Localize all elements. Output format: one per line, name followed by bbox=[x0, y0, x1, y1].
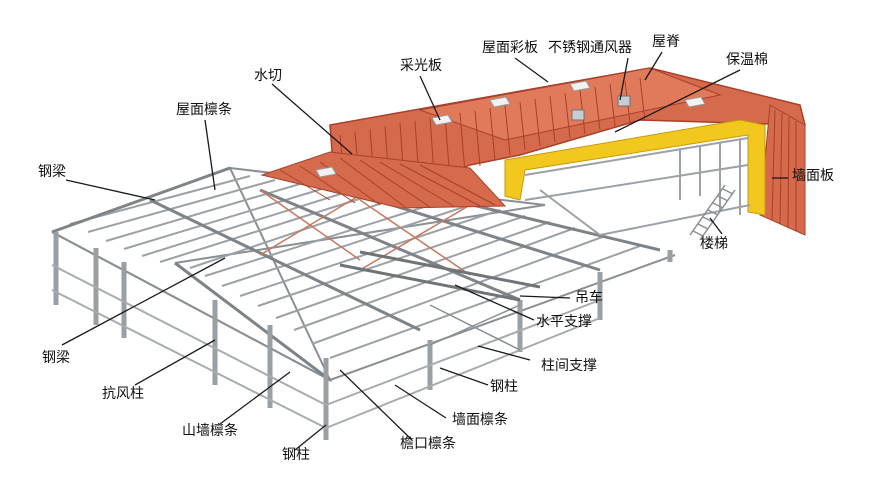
leader-column-bracing bbox=[477, 345, 531, 361]
leader-skylight bbox=[419, 75, 441, 121]
label-skylight-panel: 采光板 bbox=[400, 58, 442, 74]
leader-ridge bbox=[644, 51, 663, 81]
label-gable-wall-purlin: 山墙檩条 bbox=[182, 423, 238, 439]
label-crane: 吊车 bbox=[575, 290, 603, 306]
upper-roof bbox=[260, 67, 806, 236]
crane bbox=[339, 250, 541, 302]
label-column-bracing: 柱间支撑 bbox=[541, 358, 597, 374]
leader-wind-column bbox=[134, 339, 216, 386]
label-wall-panel: 墙面板 bbox=[792, 168, 834, 184]
leader-flashing bbox=[271, 83, 353, 155]
leader-steel-column-right bbox=[439, 367, 489, 386]
wall-girts bbox=[51, 264, 601, 429]
leader-gable-wall-purlin bbox=[219, 371, 291, 425]
skylights bbox=[315, 80, 706, 178]
label-steel-column-bottom: 钢柱 bbox=[282, 447, 310, 463]
leader-roof-color-panel bbox=[514, 57, 549, 83]
staircase bbox=[689, 184, 736, 241]
label-insulation-wool: 保温棉 bbox=[726, 52, 768, 68]
leader-lines bbox=[61, 51, 788, 451]
label-roof-color-panel: 屋面彩板 bbox=[482, 40, 538, 56]
leader-roof-purlin bbox=[204, 119, 216, 191]
label-wind-column: 抗风柱 bbox=[102, 386, 144, 402]
ventilators bbox=[571, 95, 631, 121]
leader-steel-beam-left bbox=[61, 257, 226, 346]
label-horizontal-bracing: 水平支撑 bbox=[536, 314, 592, 330]
horizontal-bracing bbox=[259, 189, 471, 276]
high-bay-frame bbox=[524, 137, 751, 236]
leader-insulation bbox=[614, 69, 741, 133]
front-eave-2 bbox=[329, 254, 676, 381]
leader-stairs bbox=[709, 217, 723, 235]
label-steel-column-right: 钢柱 bbox=[490, 379, 518, 395]
leader-ventilator bbox=[619, 57, 629, 101]
leader-crane bbox=[519, 295, 571, 299]
label-wall-purlin: 墙面檩条 bbox=[452, 412, 508, 428]
column-bracing bbox=[429, 304, 521, 351]
label-flashing: 水切 bbox=[254, 68, 282, 84]
label-stainless-ventilator: 不锈钢通风器 bbox=[548, 40, 632, 56]
leader-wall-purlin bbox=[394, 384, 447, 419]
leader-steel-beam-top bbox=[65, 179, 156, 201]
leader-steel-column-bottom bbox=[294, 424, 327, 451]
label-ridge: 屋脊 bbox=[652, 34, 680, 50]
label-steel-beam-top: 钢梁 bbox=[38, 164, 66, 180]
label-stairs: 楼梯 bbox=[700, 236, 728, 252]
leader-eave-purlin bbox=[339, 369, 413, 441]
label-eave-purlin: 檐口檩条 bbox=[400, 436, 456, 452]
leader-horizontal-bracing bbox=[454, 284, 535, 321]
insulation-band bbox=[504, 119, 766, 216]
label-roof-purlin: 屋面檩条 bbox=[176, 102, 232, 118]
label-steel-beam-left: 钢梁 bbox=[42, 350, 70, 366]
